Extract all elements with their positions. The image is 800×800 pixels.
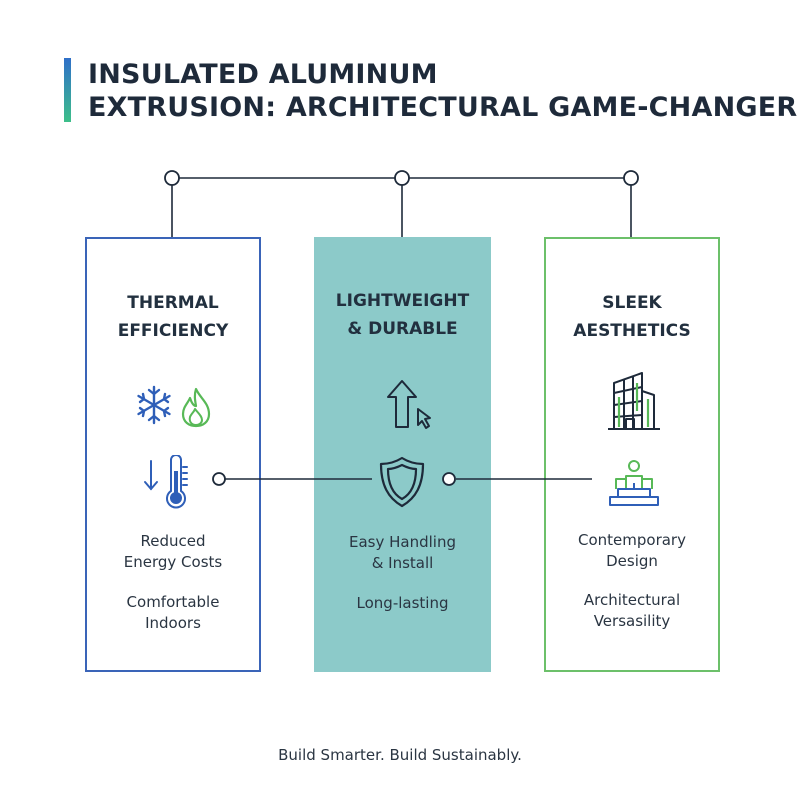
benefit-contemporary-design: Contemporary Design <box>546 530 718 572</box>
panel-title-line: AESTHETICS <box>573 321 691 341</box>
panel-title: LIGHTWEIGHT & DURABLE <box>314 287 491 343</box>
node-right <box>623 170 639 186</box>
benefit-line: Versasility <box>593 612 671 630</box>
benefit-line: & Install <box>371 554 434 572</box>
panel-title: SLEEK AESTHETICS <box>546 289 718 345</box>
benefit-line: Architectural <box>583 591 681 609</box>
panel-lightweight-durable: LIGHTWEIGHT & DURABLE Easy Handling & In… <box>314 237 491 672</box>
benefit-line: Reduced <box>140 532 206 550</box>
panel-title-line: EFFICIENCY <box>117 321 229 341</box>
panel-title-line: LIGHTWEIGHT <box>335 291 470 311</box>
benefit-comfortable-indoors: Comfortable Indoors <box>87 592 259 634</box>
thermometer-down-icon <box>144 455 188 509</box>
page-title: INSULATED ALUMINUM EXTRUSION: ARCHITECTU… <box>88 58 798 124</box>
benefit-easy-handling: Easy Handling & Install <box>314 532 491 574</box>
panel-title-line: THERMAL <box>127 293 219 313</box>
benefit-line: Comfortable <box>126 593 220 611</box>
benefit-line: Contemporary <box>578 531 686 549</box>
benefit-line: Long-lasting <box>356 594 449 612</box>
designer-desk-icon <box>609 460 659 506</box>
benefit-architectural-versatility: Architectural Versasility <box>546 590 718 632</box>
benefit-line: Energy Costs <box>123 553 223 571</box>
flame-icon <box>181 387 211 428</box>
node-mid <box>394 170 410 186</box>
benefit-reduced-energy-costs: Reduced Energy Costs <box>87 531 259 573</box>
benefit-line: Easy Handling <box>349 533 456 551</box>
building-icon <box>608 372 660 430</box>
panel-title: THERMAL EFFICIENCY <box>87 289 259 345</box>
up-arrow-cursor-icon <box>387 380 431 429</box>
snowflake-icon <box>137 385 171 425</box>
node-left <box>164 170 180 186</box>
tagline: Build Smarter. Build Sustainably. <box>278 746 522 764</box>
title-accent-bar <box>64 58 71 122</box>
title-line-1: INSULATED ALUMINUM <box>88 59 438 90</box>
panel-title-line: & DURABLE <box>347 319 458 339</box>
title-line-2: EXTRUSION: ARCHITECTURAL GAME-CHANGER <box>88 92 798 123</box>
benefit-long-lasting: Long-lasting <box>314 593 491 614</box>
panel-thermal-efficiency: THERMAL EFFICIENCY <box>85 237 261 672</box>
benefit-line: Design <box>606 552 658 570</box>
panel-title-line: SLEEK <box>602 293 662 313</box>
benefit-line: Indoors <box>145 614 201 632</box>
shield-icon <box>379 456 425 508</box>
panel-sleek-aesthetics: SLEEK AESTHETICS <box>544 237 720 672</box>
